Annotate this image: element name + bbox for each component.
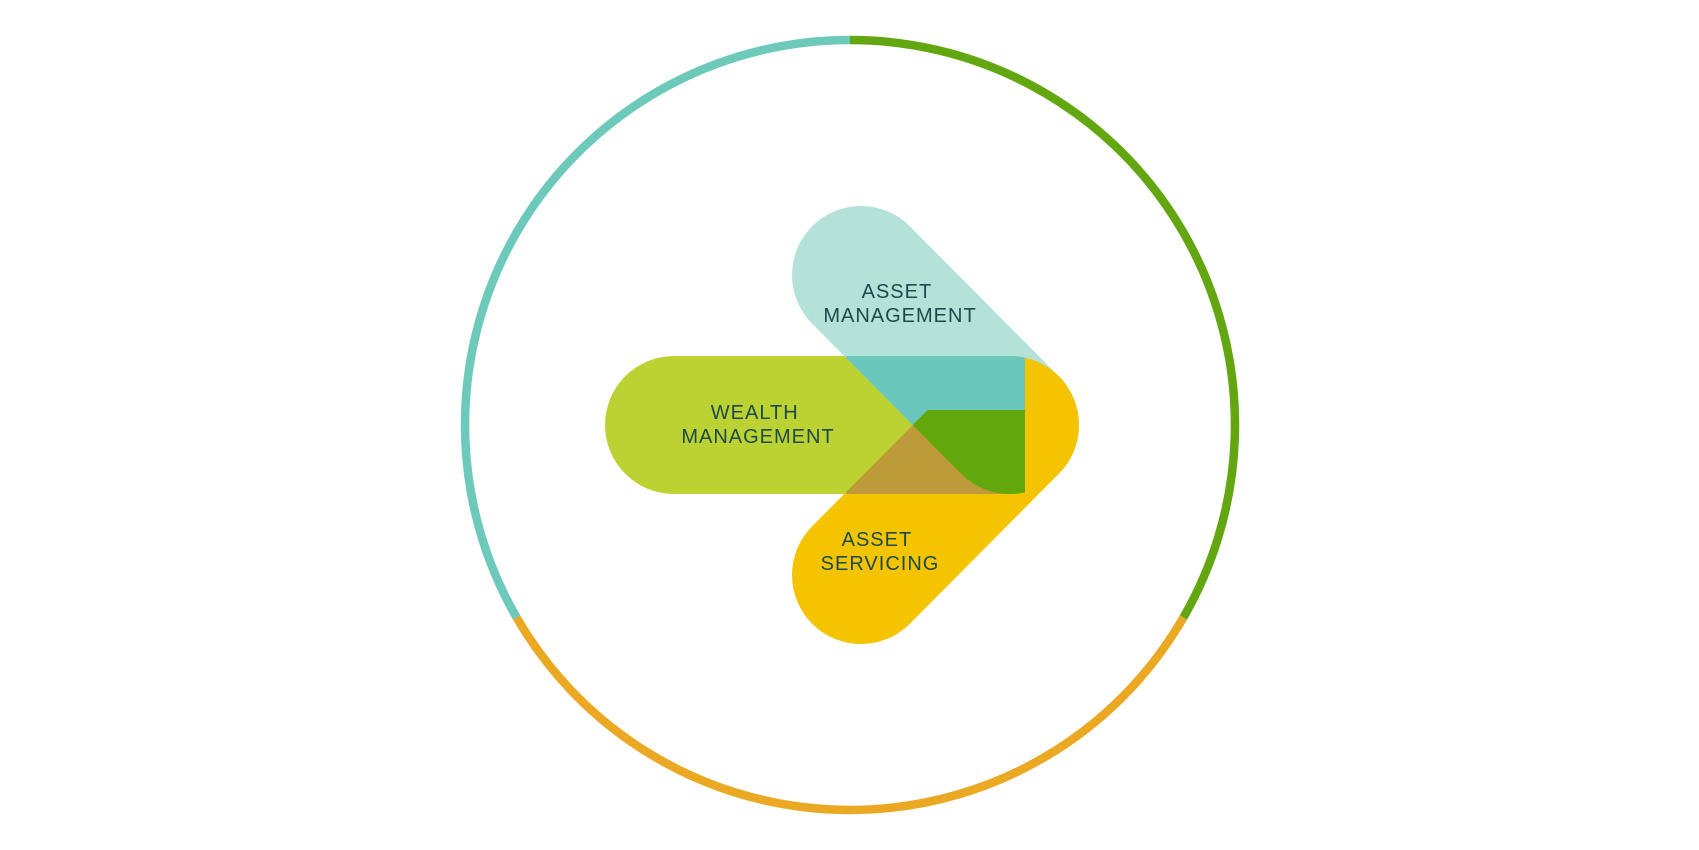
ring-segment-orange [512, 615, 1188, 815]
ring-segment-teal [460, 35, 851, 620]
outer-ring [460, 35, 1240, 815]
asset-servicing-label: ASSET SERVICING [821, 529, 940, 575]
overlap-all [792, 356, 1079, 644]
wealth-management-label: WEALTH MANAGEMENT [681, 402, 834, 448]
asset-management-label: ASSET MANAGEMENT [823, 281, 976, 327]
ring-segment-green [849, 35, 1240, 620]
